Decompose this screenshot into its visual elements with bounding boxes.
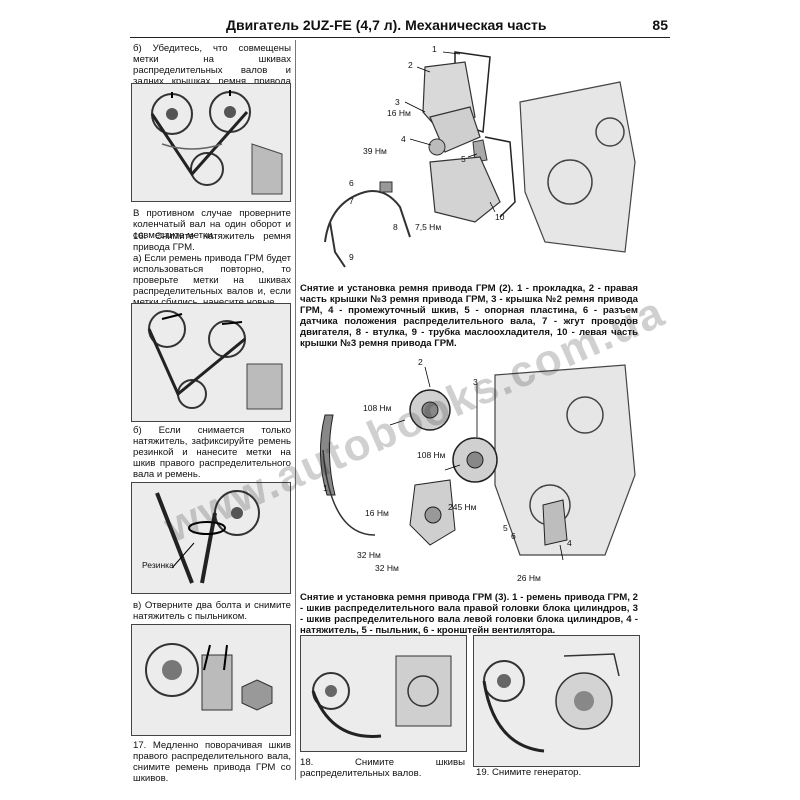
figure-tensioner-bolts [131,624,291,736]
figure2-caption: Снятие и установка ремня привода ГРМ (2)… [300,283,638,349]
step-17-text: 17. Медленно поворачивая шкив правого ра… [133,740,291,784]
fig3-torque-245: 245 Нм [448,502,477,512]
figure-belt-marks-drawing [132,304,290,421]
figure-timing-belt-2: 1 2 3 16 Нм 4 39 Нм 5 6 7 8 7,5 Нм 10 9 [305,42,640,282]
step-16a-text: а) Если ремень привода ГРМ будет использ… [133,253,291,308]
fig2-callout-2: 2 [408,60,413,70]
rubber-band-label: Резинка [142,560,174,570]
fig2-callout-7: 7 [349,196,354,206]
step-16-text: 16. Снимите натяжитель ремня привода ГРМ… [133,231,291,253]
figure-timing-belt-3: 2 3 108 Нм 108 Нм 1 245 Нм 16 Нм 5 6 4 3… [305,355,640,587]
fig3-callout-6: 6 [511,531,516,541]
page-number: 85 [652,17,668,33]
fig3-callout-3: 3 [473,377,478,387]
fig3-callout-2: 2 [418,357,423,367]
fig2-callout-5: 5 [461,154,466,164]
step-15-otherwise-text: В противном случае проверните коленчатый… [133,208,291,241]
fig2-torque-39: 39 Нм [363,146,387,156]
figure-rubber-band-drawing [132,483,290,593]
figure3-caption: Снятие и установка ремня привода ГРМ (3)… [300,592,638,636]
fig2-callout-1: 1 [432,44,437,54]
fig2-torque-7-5: 7,5 Нм [415,222,442,232]
fig3-callout-5: 5 [503,523,508,533]
fig3-callout-4: 4 [567,538,572,548]
figure-cam-pulleys [300,635,467,752]
fig2-torque-16: 16 Нм [387,108,411,118]
figure-cam-marks-drawing [132,84,290,201]
fig2-callout-6: 6 [349,178,354,188]
page-title: Двигатель 2UZ-FE (4,7 л). Механическая ч… [226,17,547,33]
column-divider [295,40,296,780]
figure-alternator [473,635,640,767]
figure-cam-marks [131,83,291,202]
figure-alternator-drawing [474,636,639,766]
fig2-callout-8: 8 [393,222,398,232]
fig3-torque-16: 16 Нм [365,508,389,518]
figure-timing-belt-3-drawing [320,364,636,561]
figure-timing-belt-2-drawing [324,51,636,268]
fig2-callout-4: 4 [401,134,406,144]
step-18-text: 18. Снимите шкивы распределительных вало… [300,757,465,779]
figure-belt-marks [131,303,291,422]
header-rule [130,37,670,38]
fig2-callout-9: 9 [349,252,354,262]
fig3-callout-1: 1 [323,483,328,493]
figure-tensioner-bolts-drawing [132,625,290,735]
fig3-torque-32b: 32 Нм [375,563,399,573]
fig3-torque-32a: 32 Нм [357,550,381,560]
fig3-torque-108a: 108 Нм [363,403,392,413]
step-16v-text: в) Отверните два болта и снимите натяжит… [133,600,291,622]
step-16b-text: б) Если снимается только натяжитель, заф… [133,425,291,480]
fig3-torque-26: 26 Нм [517,573,541,583]
fig3-torque-108b: 108 Нм [417,450,446,460]
figure-rubber-band: Резинка [131,482,291,594]
figure-cam-pulleys-drawing [301,636,466,751]
step-19-text: 19. Снимите генератор. [476,767,582,778]
fig2-callout-10: 10 [495,212,505,222]
fig2-callout-3: 3 [395,97,400,107]
page-header: Двигатель 2UZ-FE (4,7 л). Механическая ч… [130,14,670,38]
